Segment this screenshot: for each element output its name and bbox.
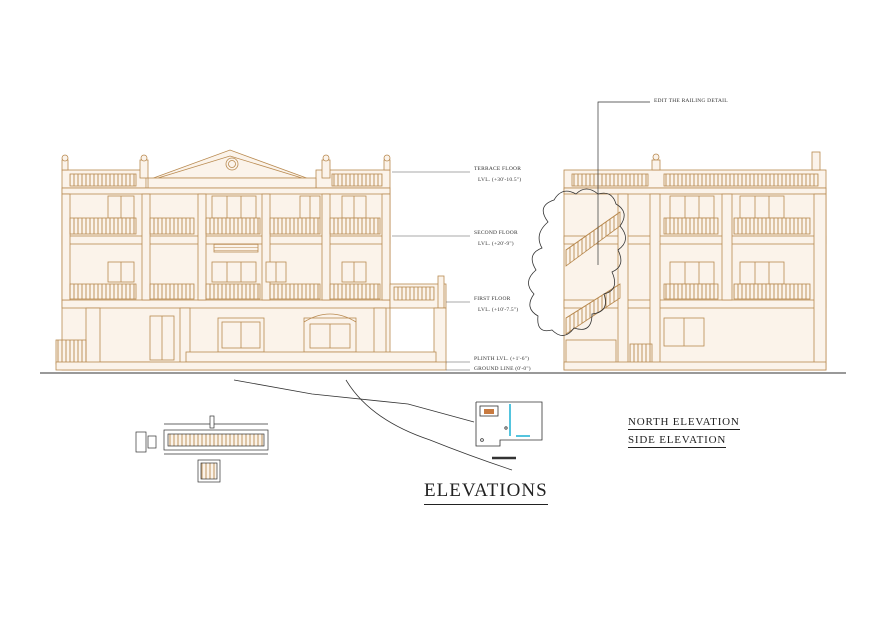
north-elevation [55, 149, 447, 371]
level-label-plinth: PLINTH LVL. (+1'-6") [474, 356, 530, 362]
level-value-first: LVL. (+10'-7.5") [478, 307, 519, 313]
key-plan [475, 401, 543, 460]
railing-callout: EDIT THE RAILING DETAIL [654, 98, 728, 104]
level-label-first: FIRST FLOOR [474, 296, 511, 302]
baluster-detail [135, 415, 269, 483]
side-elevation [563, 151, 827, 371]
sheet-title: ELEVATIONS [424, 480, 548, 505]
level-leaders [392, 171, 470, 371]
level-value-terrace: LVL. (+30'-10.5") [478, 177, 522, 183]
side-elevation-title: SIDE ELEVATION [628, 434, 727, 448]
level-label-terrace: TERRACE FLOOR [474, 166, 522, 172]
connector-curve-2 [345, 379, 513, 471]
level-label-ground: GROUND LINE (0'-0") [474, 366, 531, 372]
connector-curve [233, 379, 475, 423]
tree-outline [528, 188, 626, 336]
level-value-second: LVL. (+20'-9") [478, 241, 514, 247]
railing-leader [597, 101, 650, 265]
level-label-second: SECOND FLOOR [474, 230, 518, 236]
north-elevation-title: NORTH ELEVATION [628, 416, 740, 430]
